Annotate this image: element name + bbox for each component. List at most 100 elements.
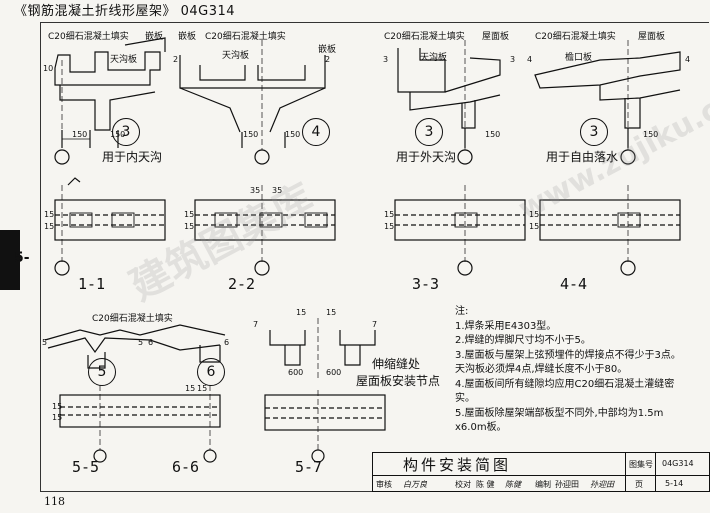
dim-label: 600 (288, 368, 304, 377)
designer-signature: 孙迎田 (590, 480, 614, 489)
notes-block: 注: 1.焊条采用E4303型。 2.焊缝的焊脚尺寸均不小于5。 3.屋面板与屋… (455, 305, 705, 436)
detail-free-drainage (534, 40, 681, 165)
plan-section-2-2 (194, 185, 336, 276)
review-label: 审核 (376, 480, 392, 489)
section-label: 5-7 (295, 458, 323, 476)
plate-label: 嵌板 (178, 32, 197, 42)
section-marker: 7 (372, 320, 378, 329)
note-item: 3.屋面板与屋架上弦预埋件的焊接点不得少于3点。 (455, 349, 681, 361)
detail-bottom-5-6 (44, 324, 226, 463)
detail-bubble: 3 (580, 118, 608, 146)
plate-label: 屋面板 (638, 32, 666, 42)
dim-label: 35 (272, 186, 283, 195)
note-item: x6.0m板。 (455, 422, 507, 433)
slab-label: 天沟板 (420, 53, 448, 63)
plan-section-1-1 (54, 177, 166, 276)
detail-inner-gutter-2 (179, 40, 326, 165)
dim-label: 15 (184, 210, 195, 219)
fill-label: C20细石混凝土填实 (535, 32, 616, 42)
note-item: 2.焊缝的焊脚尺寸均不小于5。 (455, 335, 591, 346)
section-marker: 3 (510, 55, 516, 64)
dim-label: 15 (296, 308, 307, 317)
dim-label: 15 (384, 210, 395, 219)
section-marker: 4 (685, 55, 691, 64)
note-item: 1.焊条采用E4303型。 (455, 320, 557, 332)
designer-name: 孙迎田 (555, 480, 579, 489)
dim-label: 150 (285, 130, 301, 139)
detail-bubble: 6 (197, 358, 225, 386)
detail-outer-gutter (397, 40, 501, 165)
detail-expansion-joint (264, 318, 386, 463)
detail-bubble: 3 (112, 118, 140, 146)
drawing-title: 构件安装简图 (403, 456, 512, 474)
checker-signature: 陈健 (505, 480, 521, 489)
dim-label: 15 (184, 222, 195, 231)
note-item: 5.屋面板除屋架端部板型不同外,中部均为1.5m (455, 407, 664, 419)
dim-label: 15 (44, 210, 55, 219)
section-label: 3-3 (412, 275, 440, 293)
section-marker: 2 (173, 55, 179, 64)
dim-label: 15 (326, 308, 337, 317)
page-label: 页 (635, 480, 643, 489)
plan-section-3-3 (394, 185, 526, 276)
fill-label: C20细石混凝土填实 (92, 314, 173, 324)
slab-label: 檐口板 (565, 53, 593, 63)
dim-label: 15 (44, 222, 55, 231)
section-label: 5-5 (72, 458, 100, 476)
dim-label: 15 (529, 222, 540, 231)
plan-section-4-4 (539, 185, 681, 276)
note-item: 天沟板必须焊4点,焊缝长度不小于80。 (455, 364, 628, 375)
section-marker: 3 (383, 55, 389, 64)
section-label: 2-2 (228, 275, 256, 293)
title-block: 构件安装简图 图集号 04G314 页 5-14 审核 白万良 校对 陈 健 陈… (372, 452, 710, 492)
design-label: 编制 (535, 480, 551, 489)
fill-label: C20细石混凝土填实 (384, 32, 465, 42)
section-marker: 6 (148, 338, 154, 347)
dim-label: 600 (326, 368, 342, 377)
reviewer-name: 白万良 (403, 480, 427, 489)
note-item: 实。 (455, 393, 475, 404)
section-marker: 7 (253, 320, 259, 329)
atlas-number: 04G314 (662, 459, 694, 468)
detail-caption: 用于自由落水 (546, 150, 619, 164)
section-marker: 6 (224, 338, 230, 347)
section-label: 6-6 (172, 458, 200, 476)
section-label: 4-4 (560, 275, 588, 293)
dim-label: 15 (197, 384, 208, 393)
page-title: 《钢筋混凝土折线形屋架》 04G314 (14, 4, 236, 19)
detail-bubble: 4 (302, 118, 330, 146)
notes-heading: 注: (455, 306, 469, 317)
dim-label: 15 (185, 384, 196, 393)
chapter-edge-tab (0, 230, 20, 290)
plate-label: 嵌板 (145, 32, 164, 42)
node-caption-line1: 伸缩缝处 (372, 357, 421, 371)
detail-bubble: 3 (415, 118, 443, 146)
page-code: 5-14 (665, 479, 684, 488)
fill-label: C20细石混凝土填实 (48, 32, 129, 42)
section-marker: 5 (42, 338, 48, 347)
section-marker: 4 (527, 55, 533, 64)
detail-caption: 用于内天沟 (102, 150, 163, 164)
slab-label: 天沟板 (222, 51, 250, 61)
dim-label: 35 (250, 186, 261, 195)
dim-label: 10 (43, 64, 54, 73)
note-item: 4.屋面板间所有缝隙均应用C20细石混凝土灌缝密 (455, 378, 675, 390)
section-label: 1-1 (78, 275, 106, 293)
check-label: 校对 (455, 480, 471, 489)
dim-label: 150 (72, 130, 88, 139)
dim-label: 15 (384, 222, 395, 231)
dim-label: 150 (243, 130, 259, 139)
detail-caption: 用于外天沟 (396, 150, 457, 164)
checker-name: 陈 健 (476, 480, 495, 489)
node-caption-line2: 屋面板安装节点 (356, 374, 441, 388)
dim-label: 15 (529, 210, 540, 219)
chapter-edge-tab-label: 5- (14, 250, 30, 266)
page-number: 118 (44, 495, 65, 508)
dim-label: 15 (52, 402, 63, 411)
section-marker: 2 (325, 55, 331, 64)
fill-label: C20细石混凝土填实 (205, 32, 286, 42)
detail-bubble: 5 (88, 358, 116, 386)
section-marker: 5 (138, 338, 144, 347)
dim-label: 15 (52, 413, 63, 422)
